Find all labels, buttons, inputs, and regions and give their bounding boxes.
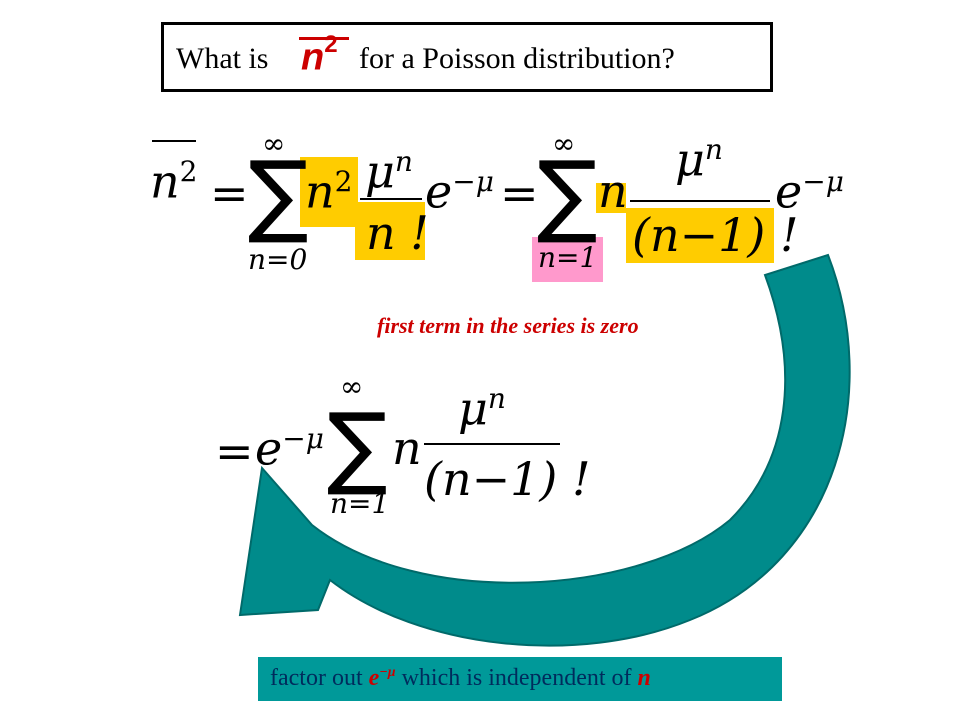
eq2-sum-lower: n=1 bbox=[330, 487, 390, 520]
highlight-nfact bbox=[355, 202, 425, 260]
note-first-term-zero: first term in the series is zero bbox=[377, 313, 639, 338]
title-box: What is n2 for a Poisson distribution? bbox=[161, 22, 773, 92]
title-suffix: for a Poisson distribution? bbox=[359, 42, 675, 75]
eq1-den2: (n−1) ! bbox=[632, 208, 799, 262]
eq1-term-n: n bbox=[598, 164, 628, 218]
eq1-lhs: n2 bbox=[150, 140, 197, 204]
eq2-frac-line bbox=[424, 443, 560, 445]
eq2-mu: μn bbox=[458, 381, 506, 436]
eq1-equals-2: = bbox=[500, 166, 539, 220]
highlight-lower-limit bbox=[532, 237, 603, 282]
eq1-exp1: e−μ bbox=[425, 164, 494, 219]
eq1-exp2: e−μ bbox=[775, 164, 844, 219]
eq2-den: (n−1) ! bbox=[424, 452, 591, 506]
eq1-sum2-upper: ∞ bbox=[552, 127, 576, 160]
eq1-sum2-lower: n=1 bbox=[538, 241, 598, 274]
eq1-sum1-lower: n=0 bbox=[248, 243, 308, 276]
eq1-mu1: μn bbox=[365, 144, 413, 199]
eq1-frac2-line bbox=[630, 200, 770, 202]
eq1-den1: n ! bbox=[366, 206, 429, 260]
footer-part2: which is independent of bbox=[401, 665, 632, 691]
eq1-lhs-overline bbox=[152, 140, 196, 142]
title-overline bbox=[299, 37, 349, 40]
highlight-n bbox=[596, 183, 626, 213]
eq1-term-n2: n2 bbox=[305, 164, 353, 219]
eq2-sum-upper: ∞ bbox=[340, 370, 364, 403]
footer-note: factor out e−μ which is independent of n bbox=[258, 657, 782, 701]
eq2-sum-sigma: ∑ bbox=[327, 394, 388, 499]
highlight-n2 bbox=[300, 157, 358, 227]
eq2-term-n: n bbox=[392, 421, 422, 475]
title-prefix: What is bbox=[176, 42, 269, 75]
eq1-mu2: μn bbox=[675, 132, 723, 187]
eq1-frac1-line bbox=[360, 198, 422, 200]
eq1-equals-1: = bbox=[210, 166, 249, 220]
footer-n: n bbox=[637, 665, 651, 691]
eq1-sum2-sigma: ∑ bbox=[537, 142, 598, 247]
footer-part1: factor out bbox=[270, 665, 363, 691]
title-symbol: n2 bbox=[301, 31, 338, 79]
eq1-sum1-sigma: ∑ bbox=[248, 142, 309, 247]
eq1-sum1-upper: ∞ bbox=[262, 127, 286, 160]
highlight-den bbox=[626, 208, 774, 263]
eq2-exp: e−μ bbox=[255, 421, 324, 476]
eq2-equals: = bbox=[215, 424, 254, 478]
footer-e: e−μ bbox=[368, 665, 396, 691]
